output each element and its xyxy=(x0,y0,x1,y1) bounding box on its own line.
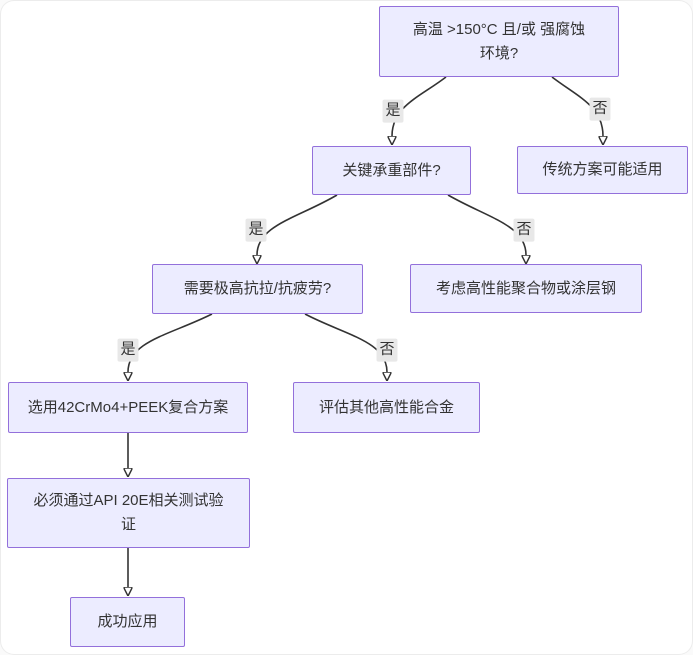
edge-fatigue-no-alloy xyxy=(304,313,387,372)
node-env-question: 高温 >150°C 且/或 强腐蚀 环境? xyxy=(379,6,619,77)
node-polymer-coated-steel: 考虑高性能聚合物或涂层钢 xyxy=(410,264,642,313)
edge-load-yes-fatigue xyxy=(257,194,338,255)
node-fatigue-question: 需要极高抗拉/抗疲劳? xyxy=(152,264,363,314)
node-load-bearing-question: 关键承重部件? xyxy=(312,146,471,195)
edge-label-yes-2: 是 xyxy=(245,218,267,242)
node-other-alloys: 评估其他高性能合金 xyxy=(293,382,480,433)
edge-fatigue-yes-peek xyxy=(128,313,213,372)
node-42crmo4-peek-solution: 选用42CrMo4+PEEK复合方案 xyxy=(8,382,248,433)
edge-load-no-polymer xyxy=(447,194,526,255)
node-success: 成功应用 xyxy=(70,597,185,647)
edge-label-yes-1: 是 xyxy=(382,99,404,123)
edge-label-yes-3: 是 xyxy=(117,338,139,362)
edge-label-no-3: 否 xyxy=(376,338,398,362)
edge-env-no-traditional xyxy=(551,76,603,136)
node-api-20e-test: 必须通过API 20E相关测试验 证 xyxy=(7,478,250,548)
edge-label-no-2: 否 xyxy=(513,218,535,242)
node-traditional-solution: 传统方案可能适用 xyxy=(517,146,688,194)
edge-label-no-1: 否 xyxy=(589,97,611,121)
edge-env-yes-load-bearing xyxy=(392,76,447,136)
